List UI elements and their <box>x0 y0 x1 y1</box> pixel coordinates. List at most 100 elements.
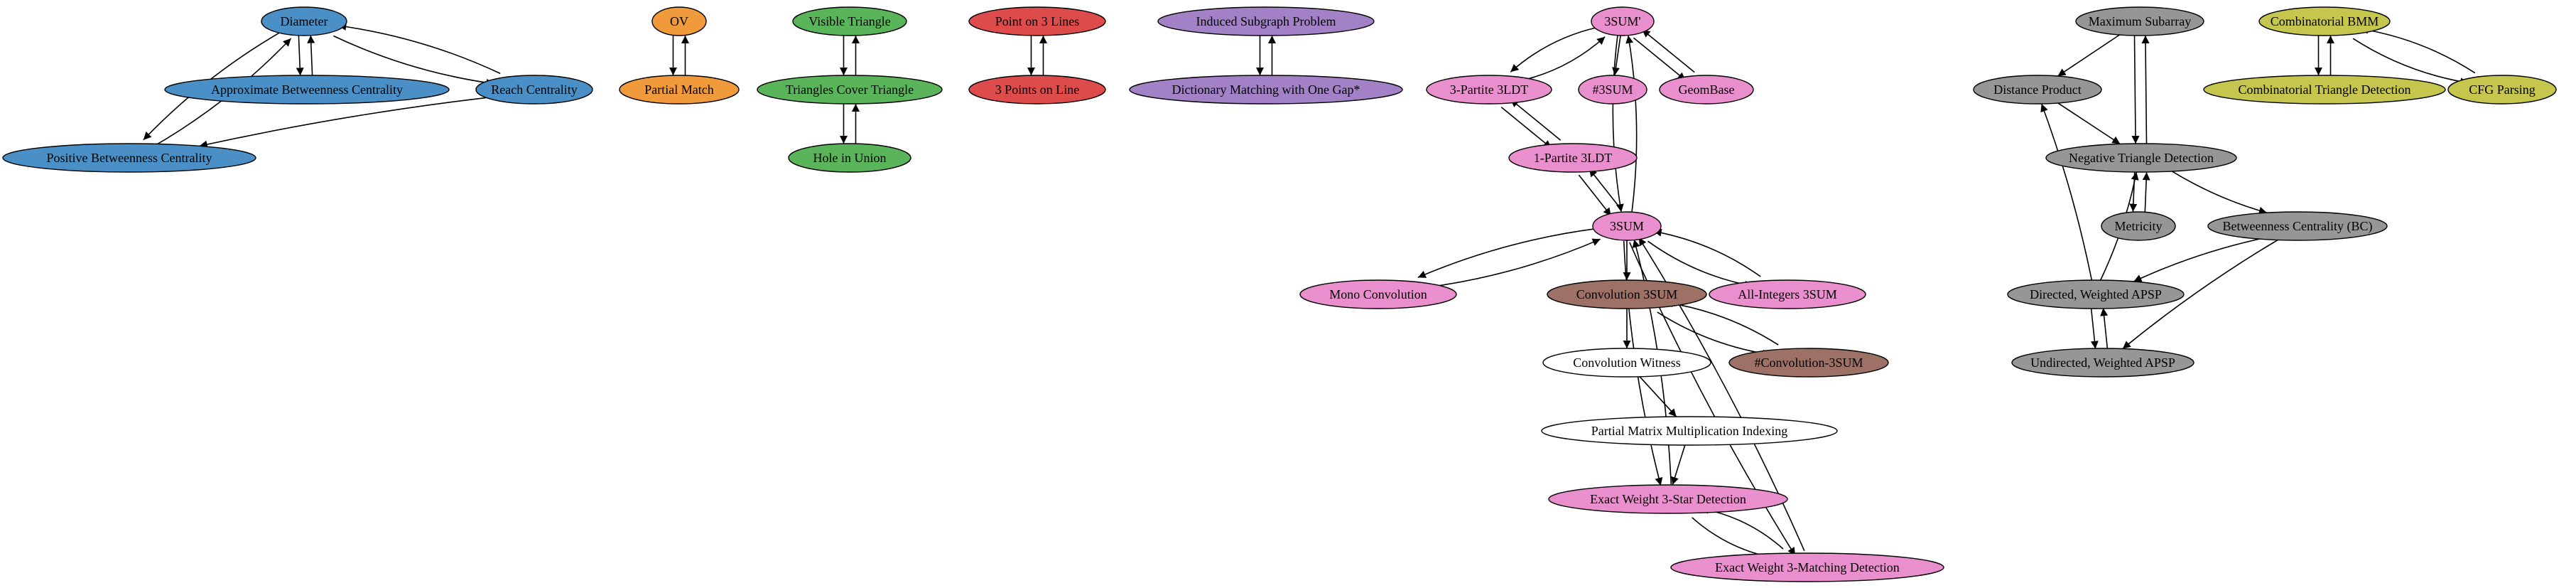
node-uwapsp: Undirected, Weighted APSP <box>2011 348 2195 378</box>
node-ellipse-hiu <box>788 143 911 173</box>
node-metricity: Metricity <box>2101 211 2176 241</box>
node-ellipse-ew3star <box>1548 484 1788 514</box>
edge-3sum-to-3sump <box>1625 35 1638 212</box>
node-ellipse-3pol <box>968 75 1106 105</box>
node-ellipse-pm <box>619 75 740 105</box>
edge-reach-to-diameter <box>338 23 501 75</box>
node-ellipse-cbmm <box>2258 6 2391 36</box>
node-label-ov: OV <box>670 14 688 28</box>
node-label-tct: Triangles Cover Triangle <box>786 82 914 97</box>
node-3sum: 3SUM <box>1592 211 1662 241</box>
node-label-vt: Visible Triangle <box>808 14 890 28</box>
node-label-dwapsp: Directed, Weighted APSP <box>2030 287 2162 301</box>
node-ellipse-ew3match <box>1670 552 1944 582</box>
node-label-3sum: 3SUM <box>1610 219 1644 233</box>
node-vt: Visible Triangle <box>792 6 907 36</box>
edge-distprod-to-ntd <box>2057 102 2121 145</box>
edge-3sump-to-3sum <box>1612 36 1624 213</box>
node-label-hconv3sum: #Convolution-3SUM <box>1754 356 1863 370</box>
node-label-ctd: Combinatorial Triangle Detection <box>2239 82 2411 97</box>
node-ellipse-dm <box>1129 75 1403 105</box>
node-ellipse-3sum <box>1592 211 1662 241</box>
edge-ntd-to-metricity <box>2129 171 2138 212</box>
node-p3l: Point on 3 Lines <box>968 6 1106 36</box>
node-hiu: Hole in Union <box>788 143 911 173</box>
node-ntd: Negative Triangle Detection <box>2045 143 2237 173</box>
edge-diameter-to-abc <box>296 36 304 76</box>
edge-uwapsp-to-dwapsp <box>2100 308 2109 348</box>
node-label-3p3ldt: 3-Partite 3LDT <box>1450 82 1528 97</box>
node-label-pbc: Positive Betweenness Centrality <box>47 151 212 165</box>
node-3sump: 3SUM' <box>1591 6 1655 36</box>
edge-3sump-to-geombase <box>1633 37 1687 81</box>
edge-pmmi-to-ew3star <box>1671 444 1686 486</box>
edge-cfg-to-cbmm <box>2360 26 2476 74</box>
node-ellipse-monoconv <box>1299 279 1457 309</box>
edge-3p3ldt-to-3sump <box>1518 36 1606 82</box>
node-label-pmmi: Partial Matrix Multiplication Indexing <box>1591 424 1787 438</box>
node-label-maxsub: Maximum Subarray <box>2089 14 2191 28</box>
node-label-convwit: Convolution Witness <box>1573 356 1680 370</box>
node-convwit: Convolution Witness <box>1542 348 1711 378</box>
node-ellipse-distprod <box>1973 75 2102 105</box>
node-geombase: GeomBase <box>1659 75 1754 105</box>
node-label-distprod: Distance Product <box>1993 82 2081 97</box>
node-ellipse-hconv3sum <box>1728 348 1889 378</box>
node-diameter: Diameter <box>261 6 347 36</box>
node-ctd: Combinatorial Triangle Detection <box>2203 75 2446 105</box>
edge-ew3star-to-ew3match <box>1692 517 1775 561</box>
node-ellipse-3sump <box>1591 6 1655 36</box>
node-ellipse-abc <box>164 75 450 105</box>
edge-cbmm-to-cfg <box>2352 38 2469 86</box>
node-label-metricity: Metricity <box>2115 219 2163 233</box>
edge-geombase-to-3sump <box>1641 28 1695 73</box>
node-ew3match: Exact Weight 3-Matching Detection <box>1670 552 1944 582</box>
node-label-ntd: Negative Triangle Detection <box>2069 151 2214 165</box>
edge-3sump-to-3p3ldt <box>1510 26 1599 73</box>
edge-3p3ldt-to-1p3ldt <box>1500 107 1552 149</box>
edge-monoconv-to-3sum <box>1424 238 1601 289</box>
edge-ntd-to-bc <box>2171 171 2268 215</box>
node-label-monoconv: Mono Convolution <box>1329 287 1427 301</box>
node-isp: Induced Subgraph Problem <box>1157 6 1375 36</box>
node-cfg: CFG Parsing <box>2447 75 2557 105</box>
node-3p3ldt: 3-Partite 3LDT <box>1426 75 1552 105</box>
node-label-ew3star: Exact Weight 3-Star Detection <box>1590 492 1746 506</box>
edge-abc-to-diameter <box>307 35 315 75</box>
node-label-3pol: 3 Points on Line <box>995 82 1080 97</box>
node-ellipse-3p3ldt <box>1426 75 1552 105</box>
node-ew3star: Exact Weight 3-Star Detection <box>1548 484 1788 514</box>
edge-ew3match-to-ew3star <box>1700 506 1784 550</box>
node-label-reach: Reach Centrality <box>491 82 577 97</box>
node-ellipse-tct <box>757 75 943 105</box>
node-dwapsp: Directed, Weighted APSP <box>2007 279 2185 309</box>
node-ellipse-pmmi <box>1541 416 1838 446</box>
node-ellipse-h3sum <box>1578 75 1647 105</box>
node-ellipse-bc <box>2207 211 2388 241</box>
node-label-bc: Betweenness Centrality (BC) <box>2223 219 2373 234</box>
edge-conv3sum-to-hconv3sum <box>1657 311 1771 358</box>
edge-dwapsp-to-uwapsp <box>2090 309 2099 349</box>
node-ellipse-ntd <box>2045 143 2237 173</box>
node-label-1p3ldt: 1-Partite 3LDT <box>1534 151 1612 165</box>
node-ellipse-geombase <box>1659 75 1754 105</box>
node-3pol: 3 Points on Line <box>968 75 1106 105</box>
node-bc: Betweenness Centrality (BC) <box>2207 211 2388 241</box>
node-tct: Triangles Cover Triangle <box>757 75 943 105</box>
node-label-cfg: CFG Parsing <box>2469 82 2536 97</box>
node-ov: OV <box>651 6 707 36</box>
node-label-dm: Dictionary Matching with One Gap* <box>1172 82 1360 97</box>
node-label-uwapsp: Undirected, Weighted APSP <box>2030 356 2175 370</box>
edge-3sum-to-1p3ldt <box>1589 168 1622 210</box>
node-label-h3sum: #3SUM <box>1592 82 1633 97</box>
edge-1p3ldt-to-3sum <box>1578 174 1612 217</box>
node-ellipse-diameter <box>261 6 347 36</box>
edge-metricity-to-ntd <box>2142 172 2150 213</box>
node-ellipse-pbc <box>2 143 256 173</box>
node-label-abc: Approximate Betweenness Centrality <box>211 82 403 97</box>
node-cbmm: Combinatorial BMM <box>2258 6 2391 36</box>
node-ellipse-metricity <box>2101 211 2176 241</box>
edge-ntd-to-maxsub <box>2141 35 2150 144</box>
node-label-diameter: Diameter <box>281 14 328 28</box>
